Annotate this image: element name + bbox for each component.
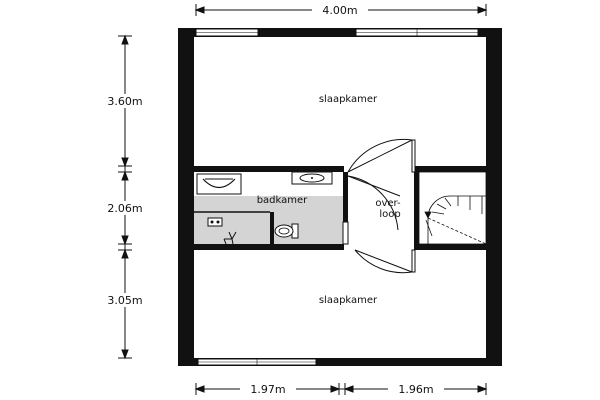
room-label-bottom-bedroom: slaapkamer <box>319 295 378 306</box>
dimension-label-left-mid: 2.06m <box>107 202 142 215</box>
room-label-top-bedroom: slaapkamer <box>319 94 378 105</box>
sink-icon <box>291 171 333 185</box>
toilet-icon <box>274 223 299 239</box>
dimension-label-left-top: 3.60m <box>107 95 142 108</box>
shower-icon <box>207 217 237 245</box>
dimension-label-top: 4.00m <box>322 4 357 17</box>
window-top-right <box>355 28 479 37</box>
door-toilet <box>342 221 349 245</box>
room-label-landing-line2: loop <box>379 209 400 220</box>
door-bathroom <box>347 175 401 231</box>
washbasin-icon <box>196 173 242 195</box>
dimension-label-bottom-left: 1.97m <box>250 383 285 396</box>
window-bottom-left <box>197 358 317 366</box>
window-top-left <box>195 28 259 37</box>
door-top-bedroom <box>347 138 416 173</box>
interior-walls <box>194 166 486 250</box>
dimension-label-left-bottom: 3.05m <box>107 294 142 307</box>
outer-walls <box>178 28 502 366</box>
dimension-left <box>118 34 132 360</box>
dimension-label-bottom-right: 1.96m <box>398 383 433 396</box>
room-label-bathroom: badkamer <box>257 195 308 206</box>
room-label-landing-line1: over- <box>375 198 401 209</box>
staircase-icon <box>418 171 487 245</box>
door-bottom-bedroom <box>354 249 416 274</box>
